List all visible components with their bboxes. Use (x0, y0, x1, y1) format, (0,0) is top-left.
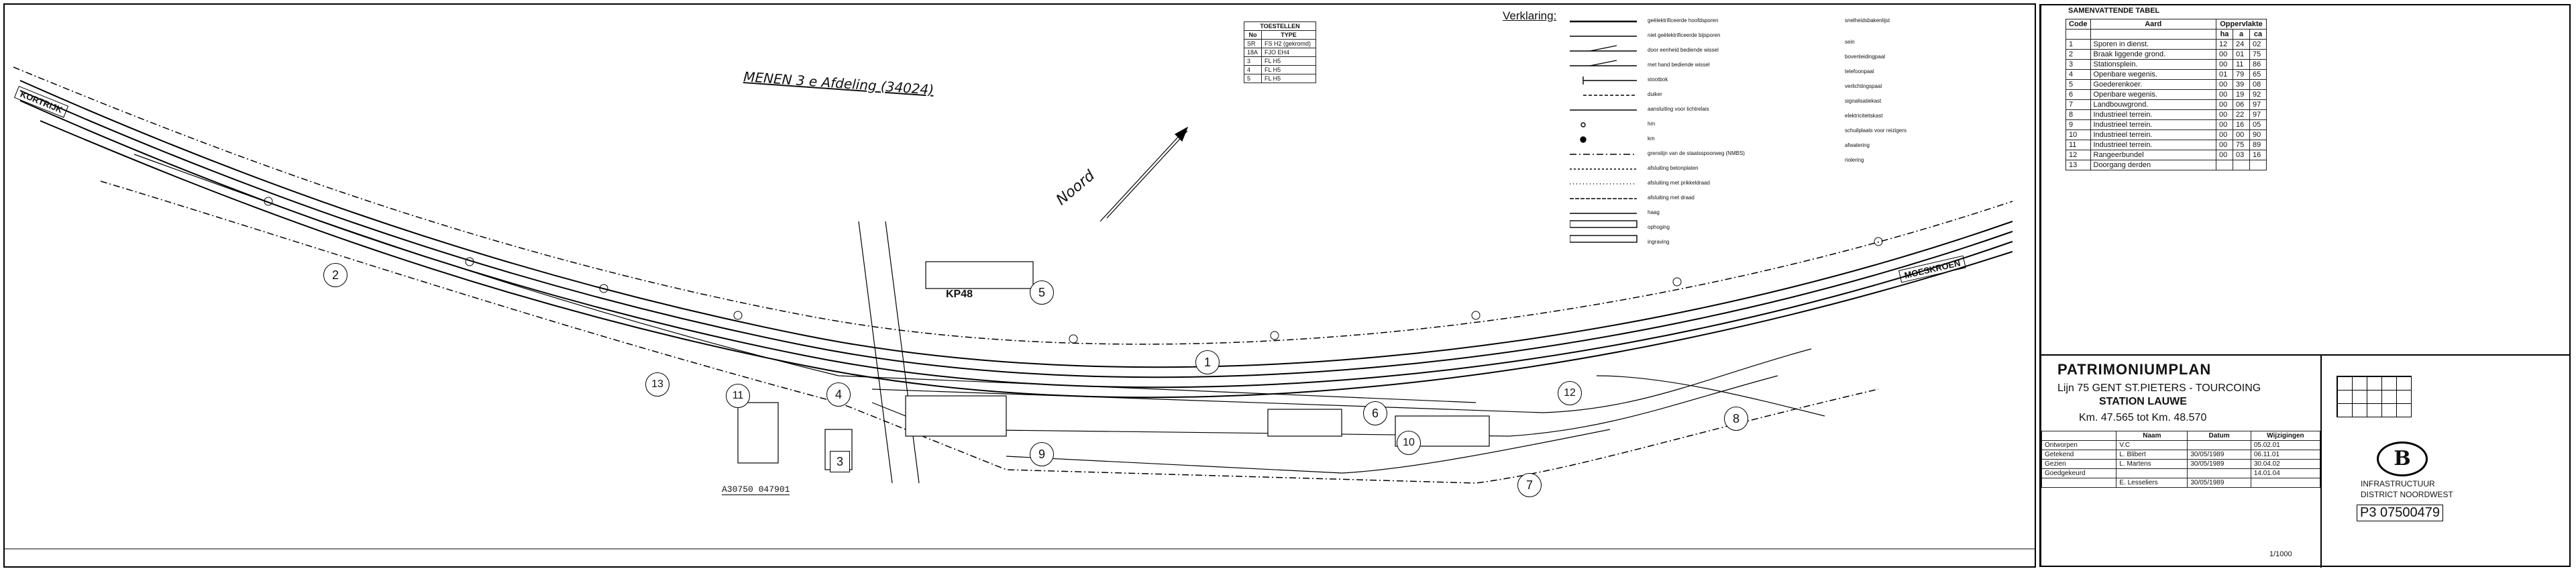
index-header-desc: Aard (2090, 19, 2216, 30)
buildings (737, 261, 1490, 470)
legend-item: elektriciteitskast (1845, 113, 1883, 119)
legend-item: ingraving (1648, 239, 1670, 245)
zone-marker-1: 1 (1195, 350, 1220, 374)
zone-marker-13: 13 (645, 372, 669, 397)
title-station: STATION LAUWE (2099, 396, 2187, 407)
title-block: PATRIMONIUMPLAN Lijn 75 GENT ST.PIETERS … (2041, 354, 2571, 568)
legend-symbols (1570, 20, 1638, 243)
north-arrow (1099, 126, 1189, 222)
org-line2: DISTRICT NOORDWEST (2361, 490, 2453, 499)
parcel-ref: A30750 047901 (722, 484, 790, 495)
legend-item: met hand bediende wissel (1648, 62, 1710, 68)
index-title: SAMENVATTENDE TABEL (2068, 7, 2160, 15)
property-boundary (13, 66, 2013, 484)
legend-item: afsluiting met draad (1648, 195, 1695, 201)
plan-title: PATRIMONIUMPLAN (2057, 361, 2212, 378)
legend-item: afwatering (1845, 142, 1870, 148)
zone-marker-2: 2 (323, 263, 347, 287)
title-km-range: Km. 47.565 tot Km. 48.570 (2079, 412, 2207, 423)
zone-marker-4: 4 (826, 382, 851, 407)
title-line: Lijn 75 GENT ST.PIETERS - TOURCOING (2057, 382, 2261, 394)
drawing-number: P3 07500479 (2357, 505, 2444, 521)
legend-item: bovenleidingpaal (1845, 54, 1886, 60)
main-tracks (19, 80, 2013, 399)
zone-marker-5: 5 (1030, 280, 1054, 305)
zone-marker-11: 11 (726, 384, 750, 408)
legend-item: signalisatiekast (1845, 98, 1882, 104)
zone-marker-10: 10 (1397, 431, 1421, 455)
legend-item: snelheidsbakenlijst (1845, 17, 1890, 23)
index-header-area: Oppervlakte (2216, 19, 2267, 30)
title-divider (2320, 356, 2322, 568)
legend-title: Verklaring: (1503, 9, 1557, 22)
toestellen-header-type: TYPE (1260, 30, 1317, 40)
side-panel: SAMENVATTENDE TABEL Code Aard Oppervlakt… (2039, 4, 2571, 568)
zone-marker-12: 12 (1558, 381, 1582, 405)
legend-item: telefoonpaal (1845, 68, 1874, 74)
legend-item: afsluiting met prikkeldraad (1648, 180, 1710, 186)
sheet-grid (2337, 376, 2412, 417)
legend-item: grenslijn van de staatsspoorweg (NMBS) (1648, 150, 1745, 156)
legend-item: afsluiting betonplaten (1648, 165, 1699, 171)
toestellen-title: TOESTELLEN (1244, 21, 1316, 31)
legend-item: km (1648, 136, 1655, 142)
road-crossing (858, 221, 920, 484)
zone-marker-7: 7 (1517, 473, 1542, 497)
toestellen-header-no: No (1244, 30, 1262, 40)
legend-item: aansluiting voor lichtrelais (1648, 106, 1709, 112)
legend-item: haag (1648, 209, 1660, 215)
legend-item: ophoging (1648, 224, 1670, 230)
sncb-logo: B (2377, 442, 2428, 476)
zone-marker-9: 9 (1030, 442, 1054, 466)
legend-item: duiker (1648, 91, 1662, 97)
fence-posts (264, 197, 1883, 344)
zone-marker-6: 6 (1363, 401, 1387, 425)
legend-item: geëlektrificeerde hoofdsporen (1648, 17, 1719, 23)
org-line1: INFRASTRUCTUUR (2361, 479, 2435, 488)
scale-value: 1/1000 (2269, 550, 2292, 558)
zone-marker-3: 3 (830, 451, 850, 472)
legend: Verklaring: geëlektrificeerde hoofdspore… (1503, 9, 1932, 264)
legend-item: sein (1845, 39, 1855, 45)
legend-item: stootbok (1648, 76, 1668, 83)
legend-item: verlichtingspaal (1845, 83, 1882, 89)
legend-item: hm (1648, 121, 1656, 127)
legend-item: riolering (1845, 157, 1864, 163)
legend-item: door eenheid bediende wissel (1648, 47, 1719, 53)
index-header-code: Code (2065, 19, 2091, 30)
kp-label: KP48 (946, 289, 973, 300)
legend-item: schuilplaats voor reizigers (1845, 127, 1907, 134)
legend-item: niet geëlektrificeerde bijsporen (1648, 32, 1721, 38)
zone-marker-8: 8 (1724, 407, 1748, 431)
